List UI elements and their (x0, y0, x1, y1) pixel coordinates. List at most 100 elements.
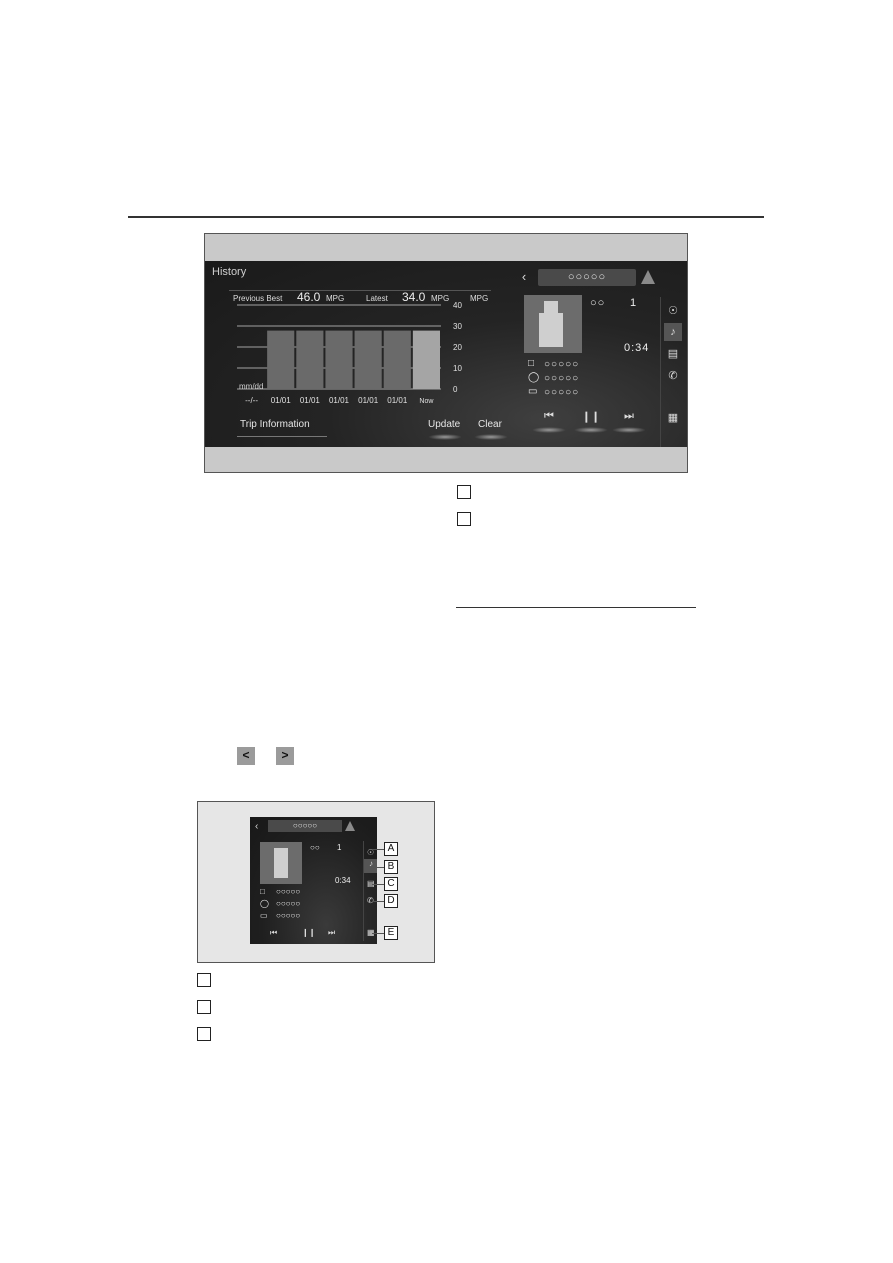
header-rule (128, 216, 764, 218)
y-tick-label: 10 (453, 364, 462, 373)
callout-square-2 (457, 512, 471, 526)
side-menu: ☉ ♪ ▤ ✆ ▦ (660, 297, 685, 447)
chevron-left-icon: ‹ (521, 269, 527, 284)
usb-body (539, 313, 563, 347)
x-tick-label: 01/01 (358, 396, 379, 405)
elapsed-time: 0:34 (624, 342, 650, 354)
artist-icon: ◯ (528, 372, 540, 383)
y-tick-label: 40 (453, 301, 462, 310)
small-next-button[interactable]: ⏭ (328, 928, 335, 938)
pause-glow (574, 427, 608, 433)
small-source-title[interactable]: ○○○○○ (268, 820, 342, 832)
media-source-title[interactable]: ○○○○○ (538, 269, 636, 286)
latest-value: 34.0 (402, 290, 426, 304)
skip-back-icon: ⏮ (544, 410, 554, 422)
folder-name: ○○○○○ (544, 387, 580, 398)
y-tick-label: 0 (453, 385, 458, 394)
latest-label: Latest (366, 294, 388, 303)
skip-back-icon: ⏮ (270, 928, 278, 937)
label-b: B (384, 860, 398, 874)
history-title: History (212, 266, 247, 278)
callout-square-4 (197, 1000, 211, 1014)
back-button[interactable]: ‹ (516, 268, 532, 286)
x-tick-label: 01/01 (387, 396, 408, 405)
label-d: D (384, 894, 398, 908)
trip-information-label: Trip Information (240, 419, 310, 430)
bar (325, 330, 353, 389)
small-track-number: 1 (337, 843, 342, 852)
previous-button[interactable]: < (237, 747, 255, 765)
eject-icon[interactable] (641, 270, 655, 284)
bar (296, 330, 324, 389)
small-equalizer-icon[interactable]: ▤ (367, 879, 375, 888)
artist-name: ○○○○○ (544, 373, 580, 384)
small-music-note-icon[interactable]: ♪ (364, 859, 377, 873)
small-pause-button[interactable]: ❙❙ (302, 928, 315, 937)
trip-information-button[interactable]: Trip Information (237, 416, 327, 437)
x-tick-label: 01/01 (329, 396, 350, 405)
bar (267, 330, 295, 389)
pause-button[interactable]: ❙❙ (576, 410, 606, 423)
music-note-icon[interactable]: ♪ (664, 323, 682, 341)
small-artist-icon: ◯ (260, 899, 269, 908)
date-axis-label: mm/dd (239, 382, 264, 391)
small-phone-icon[interactable]: ✆ (367, 896, 374, 905)
y-tick-label: 30 (453, 322, 462, 331)
x-tick-label: 01/01 (271, 396, 292, 405)
label-e: E (384, 926, 398, 940)
media-panel: ‹ ○○○○○ ○○ 1 0:34 □ ○○○○○ ◯ ○○○○○ ▭ ○○○○… (510, 261, 663, 447)
usb-icon (544, 301, 558, 313)
small-elapsed-time: 0:34 (335, 876, 351, 885)
media-panel-diagram: ‹ ○○○○○ ○○ 1 0:34 □ ○○○○○ ◯ ○○○○○ ▭ ○○○○… (197, 801, 435, 963)
small-previous-button[interactable]: ⏮ (270, 928, 277, 938)
axis-unit: MPG (470, 294, 489, 303)
small-album-art (260, 842, 302, 884)
callout-square-5 (197, 1027, 211, 1041)
clear-button[interactable]: Clear (474, 416, 508, 440)
navigation-icon[interactable]: ☉ (668, 305, 678, 317)
label-line-d (372, 901, 384, 902)
next-track-button[interactable]: ⏭ (614, 410, 644, 423)
skip-forward-icon: ⏭ (624, 410, 634, 422)
artist-short: ○○ (590, 297, 606, 309)
callout-square-3 (197, 973, 211, 987)
chevron-left-icon: ‹ (255, 821, 259, 832)
next-button[interactable]: > (276, 747, 294, 765)
stats-bar (229, 290, 491, 291)
display-screen: History Previous Best 46.0 MPG Latest 34… (205, 261, 687, 447)
screen-icon[interactable]: ▦ (667, 412, 679, 424)
small-folder-name: ○○○○○ (276, 911, 301, 920)
small-file-name: ○○○○○ (276, 887, 301, 896)
small-display-screen: ‹ ○○○○○ ○○ 1 0:34 □ ○○○○○ ◯ ○○○○○ ▭ ○○○○… (250, 817, 377, 944)
previous-track-button[interactable]: ⏮ (534, 410, 564, 423)
equalizer-icon[interactable]: ▤ (667, 348, 679, 360)
bar (354, 330, 382, 389)
fuel-history-screenshot: History Previous Best 46.0 MPG Latest 34… (204, 233, 688, 473)
skip-forward-icon: ⏭ (328, 928, 336, 937)
label-line-b (372, 867, 384, 868)
bar (383, 330, 411, 389)
small-back-button[interactable]: ‹ (255, 821, 258, 832)
x-tick-label: Now (419, 398, 434, 405)
label-line-e (372, 933, 384, 934)
previous-best-label: Previous Best (233, 294, 283, 303)
update-glow (428, 434, 462, 440)
small-eject-icon[interactable] (345, 821, 355, 831)
next-glow (612, 427, 646, 433)
update-button[interactable]: Update (424, 416, 466, 440)
chevron-left-icon: < (242, 748, 250, 762)
file-name: ○○○○○ (544, 359, 580, 370)
small-artist-name: ○○○○○ (276, 899, 301, 908)
x-tick-label: 01/01 (300, 396, 321, 405)
previous-best-unit: MPG (326, 294, 345, 303)
latest-unit: MPG (431, 294, 450, 303)
small-screen-icon[interactable]: ▦ (367, 928, 375, 937)
small-navigation-icon[interactable]: ☉ (367, 848, 375, 857)
phone-icon[interactable]: ✆ (668, 370, 678, 382)
folder-icon: ▭ (528, 386, 538, 397)
bar (412, 330, 440, 389)
pause-icon: ❙❙ (302, 928, 316, 937)
chevron-right-icon: > (281, 748, 289, 762)
label-line-c (372, 884, 384, 885)
